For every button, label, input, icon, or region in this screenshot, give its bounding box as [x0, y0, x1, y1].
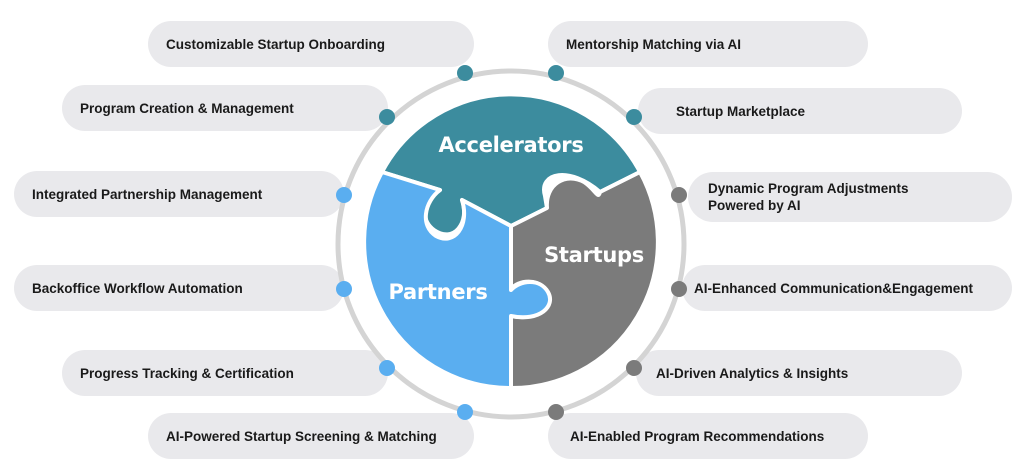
feature-label: Customizable Startup Onboarding	[166, 36, 386, 52]
connector-dot	[457, 404, 473, 420]
feature-label: AI-Powered Startup Screening & Matching	[166, 428, 437, 444]
partners-piece	[362, 170, 552, 391]
feature-label: Mentorship Matching via AI	[566, 36, 742, 52]
feature-pill-left: Backoffice Workflow Automation	[14, 265, 344, 311]
feature-pill-right: AI-Driven Analytics & Insights	[636, 350, 962, 396]
startups-label: Startups	[544, 243, 644, 267]
feature-pill-right: Dynamic Program Adjustments Powered by A…	[688, 172, 1012, 222]
feature-pill-right: Mentorship Matching via AI	[548, 21, 868, 67]
feature-label: AI-Enhanced Communication&Engagement	[694, 280, 974, 296]
connector-dot	[457, 65, 473, 81]
connector-dot	[548, 404, 564, 420]
feature-pill-left: Customizable Startup Onboarding	[148, 21, 474, 67]
connector-dot	[548, 65, 564, 81]
feature-pill-left: Integrated Partnership Management	[14, 171, 344, 217]
feature-label: Program Creation & Management	[80, 100, 294, 116]
connector-dot	[336, 281, 352, 297]
feature-pill-right: AI-Enhanced Communication&Engagement	[682, 265, 1012, 311]
feature-pill-left: Progress Tracking & Certification	[62, 350, 388, 396]
feature-label: Dynamic Program Adjustments Powered by A…	[708, 181, 909, 213]
connector-dot	[626, 360, 642, 376]
feature-label: AI-Enabled Program Recommendations	[570, 428, 825, 444]
feature-pill-left: AI-Powered Startup Screening & Matching	[148, 413, 474, 459]
connector-dot	[379, 360, 395, 376]
connector-dot	[626, 109, 642, 125]
feature-label: Progress Tracking & Certification	[80, 365, 294, 381]
connector-dot	[671, 187, 687, 203]
feature-label: Startup Marketplace	[676, 103, 806, 119]
connector-dot	[671, 281, 687, 297]
accelerators-label: Accelerators	[438, 133, 584, 157]
partners-label: Partners	[388, 280, 488, 304]
feature-pill-right: Startup Marketplace	[638, 88, 962, 134]
feature-label: Backoffice Workflow Automation	[32, 280, 243, 296]
feature-pill-right: AI-Enabled Program Recommendations	[548, 413, 868, 459]
feature-label: AI-Driven Analytics & Insights	[656, 365, 849, 381]
feature-pill-left: Program Creation & Management	[62, 85, 388, 131]
connector-dot	[379, 109, 395, 125]
connector-dot	[336, 187, 352, 203]
feature-label: Integrated Partnership Management	[32, 186, 263, 202]
